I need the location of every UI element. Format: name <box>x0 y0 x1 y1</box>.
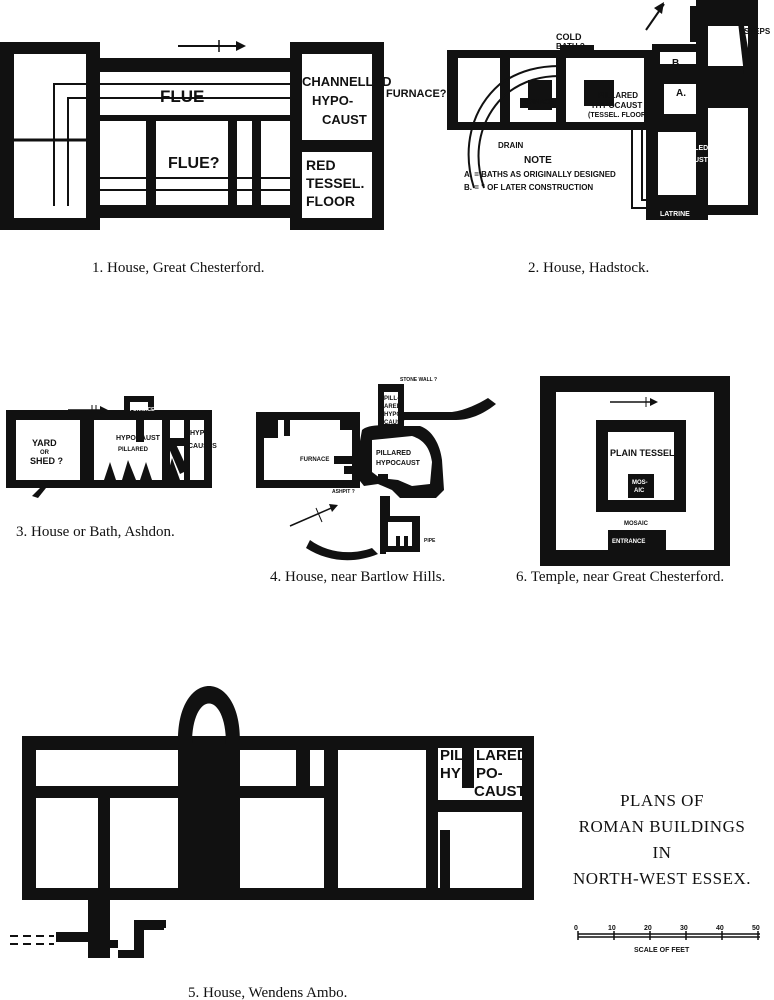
plan-5-caption: 5. House, Wendens Ambo. <box>188 985 347 1000</box>
tessel-floor-label: (TESSEL. FLOOR) <box>588 112 648 119</box>
pill-label: PILL- <box>384 396 399 402</box>
hypocaust-2-label: HYPOCAUST <box>664 157 709 164</box>
caust-label: CAUST <box>322 112 367 127</box>
plan-6-temple: PLAIN TESSEL. MOS- AIC MOSAIC ENTRANCE 6… <box>516 376 730 585</box>
title-line-1: PLANS OF <box>620 791 704 810</box>
title-line-3: IN <box>653 843 672 862</box>
note-b-label: B. = " OF LATER CONSTRUCTION <box>464 183 593 192</box>
plan-2-hadstock: COLD BATH ? STEPS A. A. B. FURNACE PILLA… <box>447 0 771 276</box>
ared-label: ARED <box>384 404 402 410</box>
scale-tick-10: 10 <box>608 925 616 932</box>
mosaic-label: MOSAIC <box>624 521 649 527</box>
stone-wall-label: STONE WALL ? <box>400 377 437 383</box>
pil-label: PIL <box>440 747 463 764</box>
channelled-label: CHANNELLED <box>660 145 708 152</box>
a-label-1: A. <box>730 44 740 55</box>
yard-label: YARD <box>32 438 57 448</box>
furnace-label: FURNACE? <box>386 88 447 100</box>
po-label: PO- <box>476 765 503 782</box>
plan-5-wendens-ambo: PIL LARED HY PO- CAUST 5. House, Wendens… <box>10 686 534 1000</box>
latrine-label: LATRINE <box>660 211 690 218</box>
note-a-label: A. = BATHS AS ORIGINALLY DESIGNED <box>464 170 616 179</box>
hypocaust-label: HYPOCAUST <box>116 435 161 442</box>
north-arrow <box>289 505 337 527</box>
shed-label: SHED ? <box>30 456 63 466</box>
plan-2-caption: 2. House, Hadstock. <box>528 260 649 276</box>
lared-label: LARED <box>476 747 528 764</box>
plan-3-caption: 3. House or Bath, Ashdon. <box>16 524 175 540</box>
pipe-label: PIPE <box>424 538 436 544</box>
aic-label: AIC <box>634 488 645 494</box>
plan-4-caption: 4. House, near Bartlow Hills. <box>270 569 445 585</box>
a-label-2: A. <box>676 88 686 99</box>
tessel-label: TESSEL. <box>306 175 364 191</box>
causts-label: CAUSTS <box>188 443 217 450</box>
scale-tick-0: 0 <box>574 925 578 932</box>
pillared-label: PILLARED <box>598 91 638 100</box>
floor-label: FLOOR <box>306 193 355 209</box>
plan-1-caption: 1. House, Great Chesterford. <box>92 260 264 276</box>
caust-label: CAUST <box>384 420 405 426</box>
plan-6-caption: 6. Temple, near Great Chesterford. <box>516 569 724 585</box>
or-label: OR <box>40 450 50 456</box>
plan-4-bartlow-hills: STONE WALL ? PILL- ARED HYPO- CAUST FURN… <box>256 377 496 585</box>
note-label: NOTE <box>524 155 552 166</box>
furnace-label: FURNACE <box>520 99 555 106</box>
hypocaust-label: HYPOCAUST <box>592 101 642 110</box>
title-line-2: ROMAN BUILDINGS <box>579 817 746 836</box>
plan-1-great-chesterford: FLUE FLUE? CHANNELLED HYPO- CAUST FURNAC… <box>0 40 447 276</box>
scale-tick-50: 50 <box>752 925 760 932</box>
hypo-label: HYPO- <box>312 93 353 108</box>
hypo-label: HYPO- <box>384 412 403 418</box>
b-label: B. <box>672 58 682 69</box>
flue-question-label: FLUE? <box>168 155 220 172</box>
pillared-label: PILLARED <box>376 450 411 457</box>
scale-bar: 0 10 20 30 40 50 SCALE OF FEET <box>574 925 760 954</box>
hy-label: HY <box>440 765 461 782</box>
red-label: RED <box>306 157 336 173</box>
cold-bath-q-label: BATH ? <box>556 42 585 51</box>
drain-label: DRAIN <box>498 141 524 150</box>
hypocaust-label: HYPOCAUST <box>376 460 421 467</box>
hypo-label: HYPO- <box>190 430 213 437</box>
pillared-label: PILLARED <box>118 447 149 453</box>
cold-bath-label: COLD <box>556 32 582 42</box>
title-line-4: NORTH-WEST ESSEX. <box>573 869 751 888</box>
scale-label: SCALE OF FEET <box>634 947 690 954</box>
steps-label: STEPS <box>744 27 771 36</box>
channelled-label: CHANNELLED <box>302 74 392 89</box>
ashpit-label: ASHPIT ? <box>332 489 355 495</box>
furnace-label: FURNACE <box>130 407 155 413</box>
scale-tick-30: 30 <box>680 925 688 932</box>
plain-tessel-label: PLAIN TESSEL. <box>610 448 677 458</box>
plan-3-ashdon: YARD OR SHED ? FURNACE HYPOCAUST PILLARE… <box>6 396 217 540</box>
caust-label: CAUST <box>474 783 526 800</box>
title-block: PLANS OF ROMAN BUILDINGS IN NORTH-WEST E… <box>573 791 751 888</box>
scale-tick-40: 40 <box>716 925 724 932</box>
flue-label: FLUE <box>160 87 204 106</box>
mos-label: MOS- <box>632 480 648 486</box>
scale-tick-20: 20 <box>644 925 652 932</box>
entrance-label: ENTRANCE <box>612 539 645 545</box>
furnace-label: FURNACE <box>300 457 329 463</box>
